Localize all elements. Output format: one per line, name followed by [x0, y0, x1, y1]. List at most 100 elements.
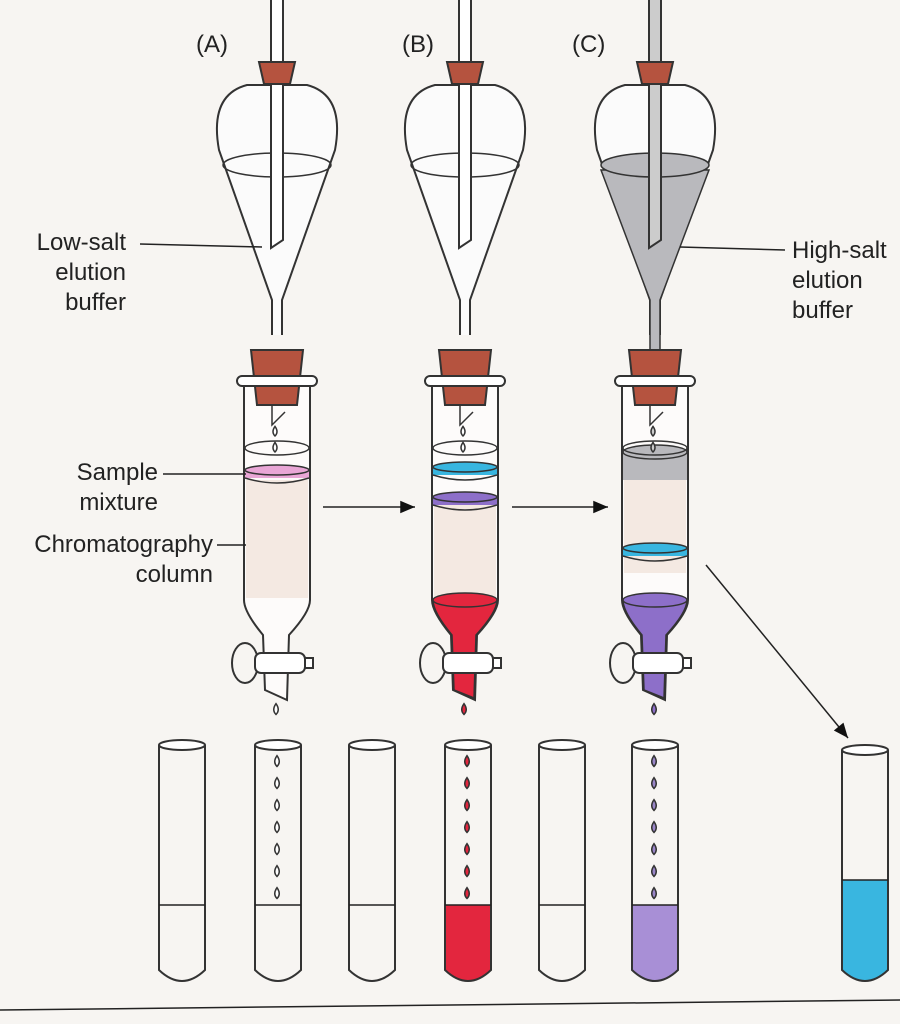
low-salt-buffer-label: Low-salt elution buffer: [0, 228, 126, 318]
low-salt-pointer: [139, 243, 263, 248]
stopcock: [254, 652, 306, 674]
band-edge: [244, 477, 310, 484]
test-tube: [631, 745, 679, 982]
drop: [274, 864, 280, 878]
drip-tip: [649, 405, 664, 427]
high-salt-pointer: [679, 246, 786, 251]
band-edge: [622, 555, 688, 562]
drip-tip: [271, 405, 286, 427]
chromatography-column-label: Chromatography column: [0, 530, 213, 590]
drop: [273, 702, 279, 716]
band-top: [622, 542, 688, 554]
column-bed-top: [432, 440, 498, 456]
clamp-ring: [424, 375, 506, 387]
test-tube-rim: [444, 739, 492, 751]
label-line: Low-salt: [36, 229, 126, 256]
stopcock-end: [492, 657, 502, 669]
top-stopper: [445, 61, 485, 85]
tube-liquid: [842, 880, 888, 981]
band-edge: [432, 504, 498, 511]
drop: [460, 425, 466, 438]
test-tube: [538, 745, 586, 982]
test-tube: [348, 745, 396, 982]
drop: [274, 886, 280, 900]
drop: [464, 842, 470, 856]
label-line: elution: [792, 267, 863, 294]
eluting-band: [432, 599, 498, 700]
label-line: mixture: [79, 489, 158, 516]
test-tube-rim: [538, 739, 586, 751]
drop: [464, 820, 470, 834]
label-line: elution: [55, 259, 126, 286]
test-tube: [254, 745, 302, 982]
tube-liquid: [445, 905, 491, 981]
band-top: [244, 464, 310, 476]
drop: [651, 776, 657, 790]
drop: [272, 441, 278, 454]
drop: [274, 798, 280, 812]
band-top: [432, 491, 498, 503]
drop: [464, 864, 470, 878]
drop: [650, 441, 656, 454]
drop: [464, 886, 470, 900]
drop: [464, 754, 470, 768]
column-bed-top: [244, 440, 310, 456]
label-line: column: [135, 561, 213, 588]
drop: [650, 425, 656, 438]
label-line: buffer: [65, 289, 126, 316]
eluting-band: [622, 599, 688, 700]
arrow-c-to-tube-head: [833, 722, 848, 738]
inlet-tube: [458, 0, 472, 250]
band-edge: [432, 474, 498, 481]
test-tube-rim: [631, 739, 679, 751]
top-stopper: [257, 61, 297, 85]
arrow-c-to-tube: [705, 564, 849, 739]
drop: [274, 842, 280, 856]
drop: [461, 702, 467, 716]
label-line: buffer: [792, 297, 853, 324]
drop: [651, 886, 657, 900]
inlet-tube: [270, 0, 284, 250]
top-stopper: [635, 61, 675, 85]
drop: [464, 798, 470, 812]
test-tube: [444, 745, 492, 982]
drop: [274, 754, 280, 768]
eluting-top: [622, 592, 688, 608]
panel-label-c: (C): [572, 31, 606, 58]
test-tube-rim: [254, 739, 302, 751]
column-resin: [624, 480, 686, 573]
drop: [272, 425, 278, 438]
band-top: [432, 461, 498, 473]
clamp-ring: [236, 375, 318, 387]
high-salt-buffer-label: High-salt elution buffer: [792, 236, 887, 326]
drop: [651, 842, 657, 856]
drop: [651, 820, 657, 834]
drop: [464, 776, 470, 790]
clamp-ring: [614, 375, 696, 387]
label-line: Sample: [76, 459, 158, 486]
drop: [274, 776, 280, 790]
label-line: Chromatography: [34, 531, 213, 558]
stopcock: [442, 652, 494, 674]
test-tube-rim: [841, 744, 889, 756]
test-tube: [841, 750, 889, 982]
eluting-top: [432, 592, 498, 608]
label-line: High-salt: [792, 237, 887, 264]
drop: [460, 441, 466, 454]
panel-label-a: (A): [196, 31, 228, 58]
test-tube-rim: [158, 739, 206, 751]
drop: [651, 798, 657, 812]
test-tube: [158, 745, 206, 982]
stopcock-end: [682, 657, 692, 669]
column-resin: [434, 505, 496, 598]
drop: [651, 702, 657, 716]
drop: [651, 754, 657, 768]
stopcock: [632, 652, 684, 674]
stopcock-end: [304, 657, 314, 669]
tube-liquid: [632, 905, 678, 981]
inlet-tube: [648, 0, 662, 250]
page-edge: [0, 999, 900, 1011]
drip-tip: [459, 405, 474, 427]
column-resin: [246, 480, 308, 598]
